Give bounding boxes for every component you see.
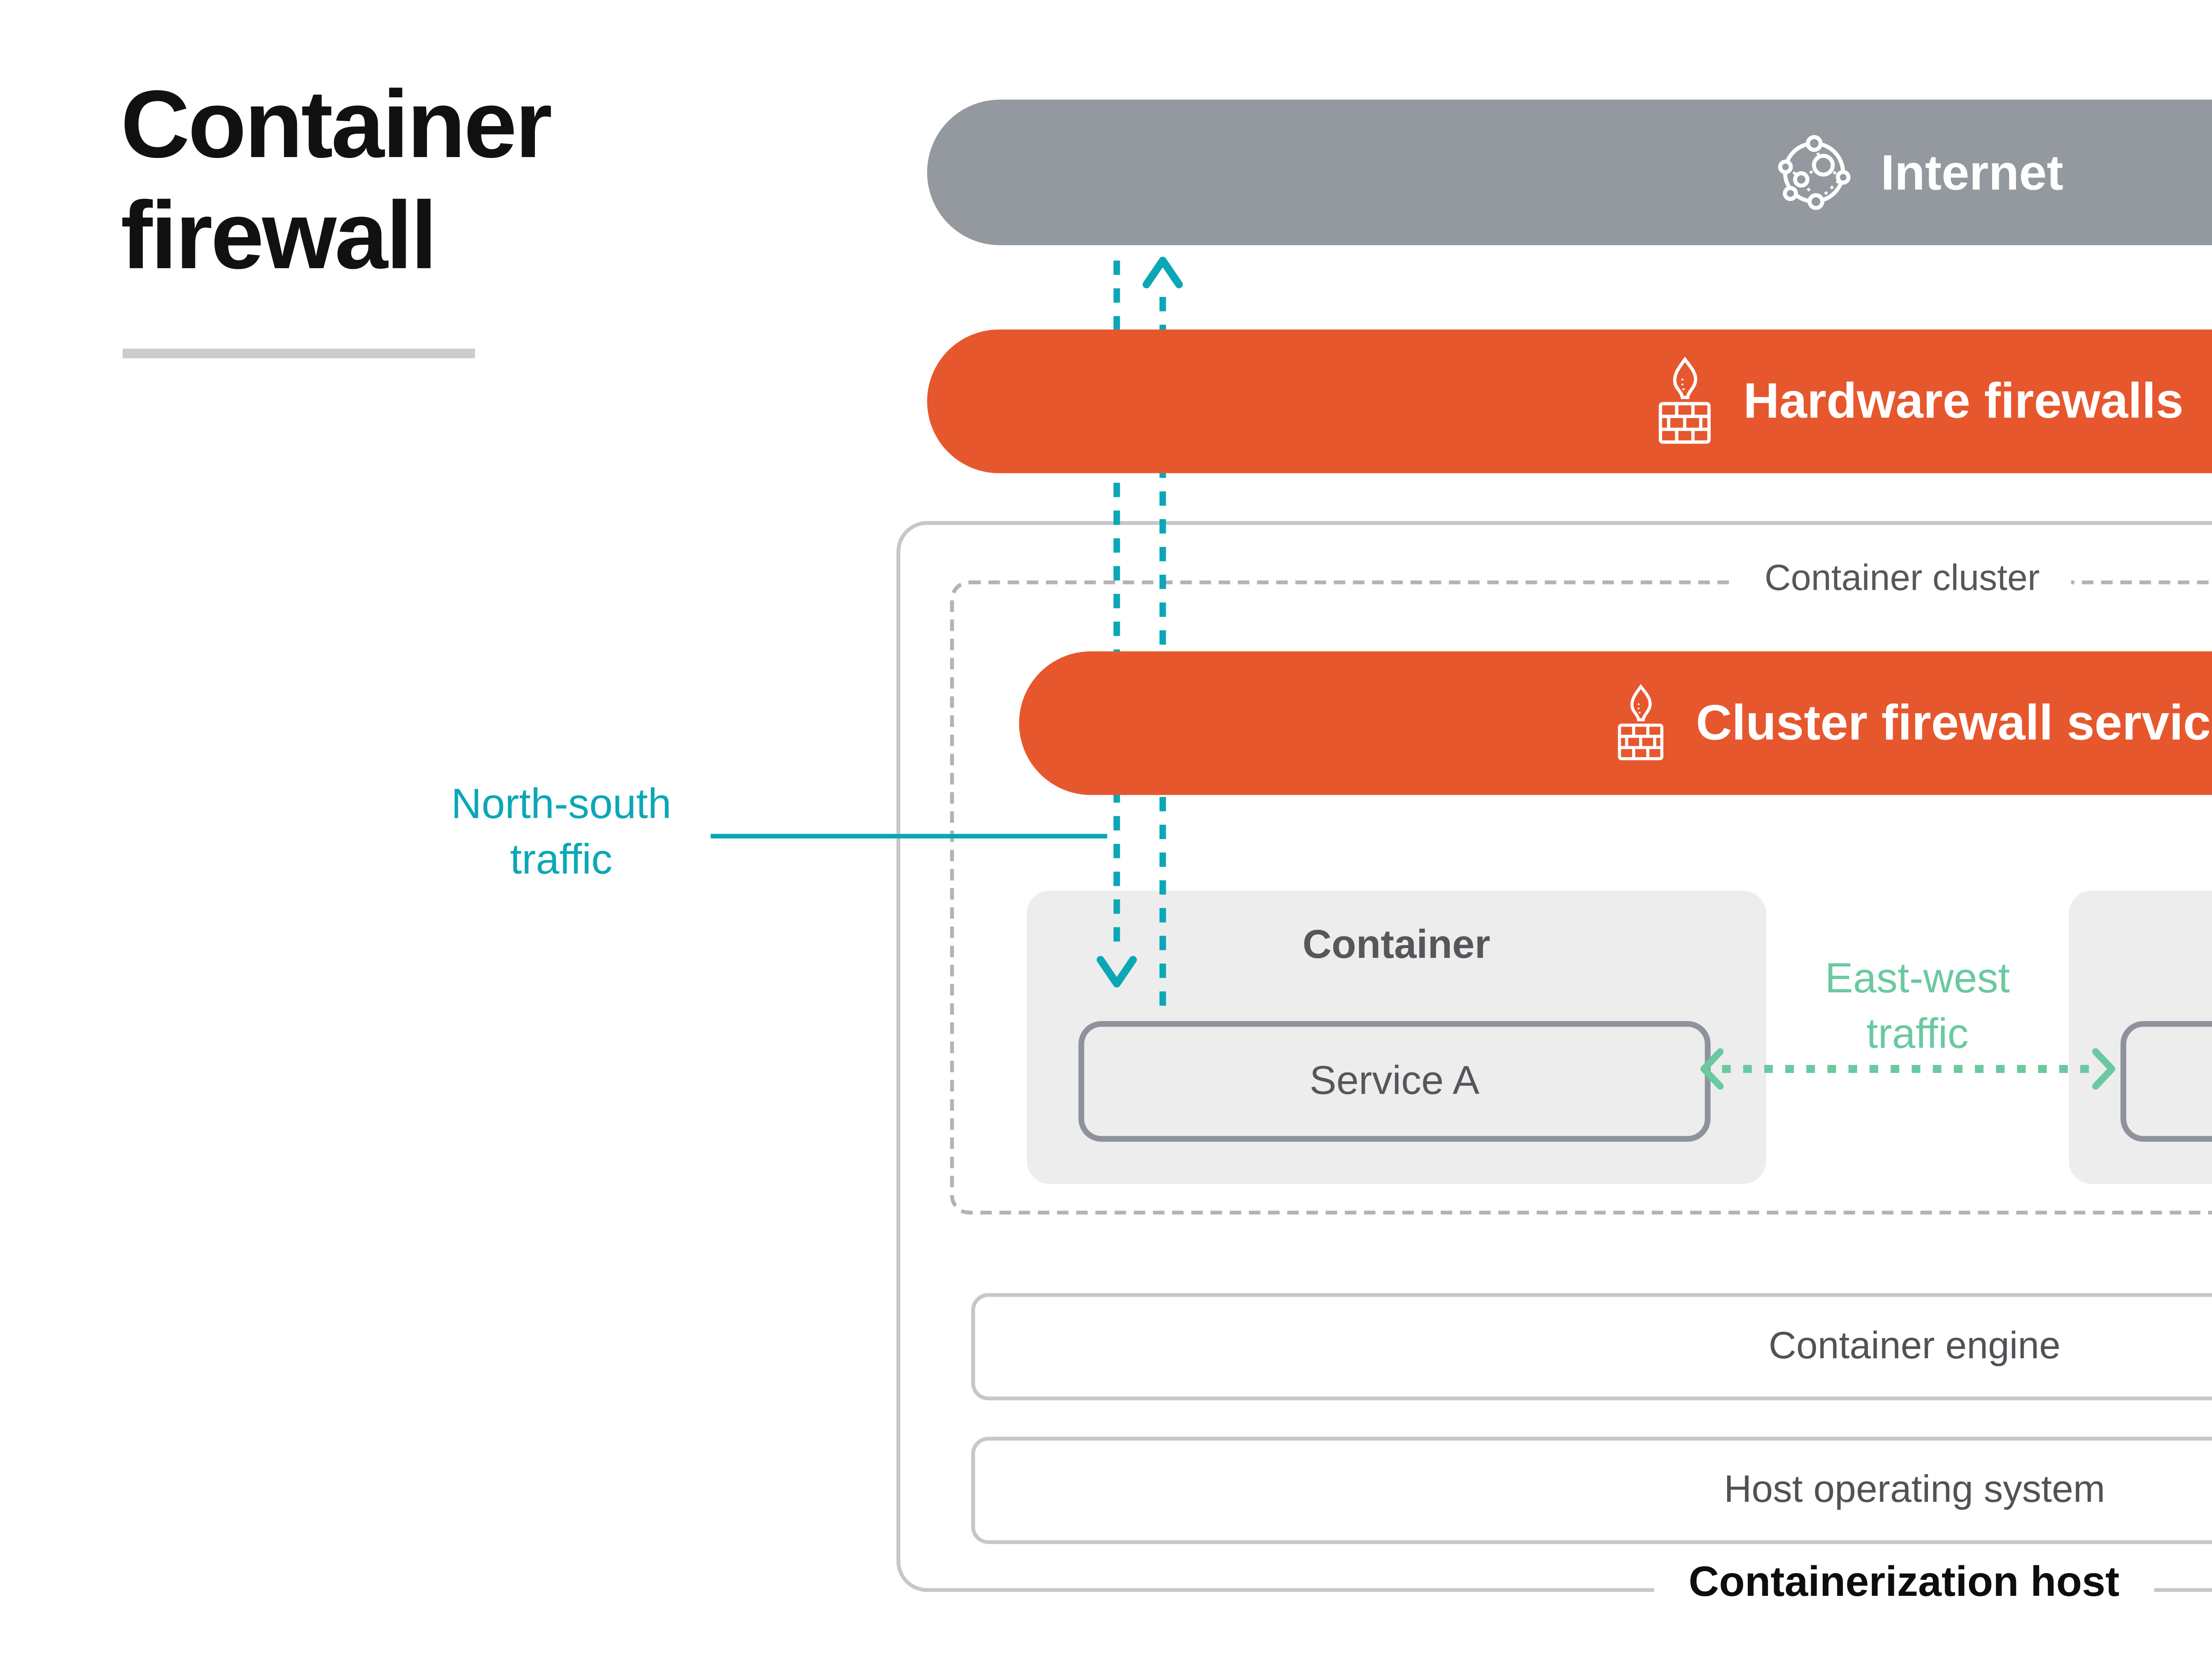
firewall-icon	[1659, 357, 1711, 444]
hardware-firewalls-node: Hardware firewalls	[927, 329, 2212, 473]
north-south-line1: North-south	[451, 780, 672, 828]
service-b-box: Service B	[2120, 1021, 2212, 1142]
container-cluster-box	[950, 580, 2212, 1215]
east-west-line1: East-west	[1825, 954, 2010, 1002]
container-a-label: Container	[1302, 923, 1490, 968]
containerization-host-label: Containerization host	[1654, 1552, 2154, 1613]
cluster-firewall-service-node: Cluster firewall service	[1019, 651, 2212, 795]
page-title-line1: Container	[120, 71, 553, 178]
up-arrowhead-icon	[1142, 257, 1183, 288]
hardware-firewalls-label: Hardware firewalls	[1743, 371, 2184, 429]
firewall-icon	[1618, 684, 1664, 761]
container-engine-box: Container engine	[971, 1293, 2212, 1401]
internet-label: Internet	[1881, 142, 2064, 200]
container-a-box: Container Service A	[1026, 891, 1767, 1184]
container-b-box: Container Service B	[2069, 891, 2212, 1184]
service-a-label: Service A	[1310, 1058, 1480, 1103]
title-divider	[123, 349, 475, 358]
north-south-traffic-label: North-south traffic	[389, 776, 733, 887]
cluster-firewall-service-label: Cluster firewall service	[1696, 693, 2212, 751]
host-os-label: Host operating system	[1724, 1468, 2105, 1511]
east-west-traffic-label: East-west traffic	[1764, 950, 2071, 1061]
container-cluster-label: Container cluster	[1734, 555, 2070, 606]
north-south-line2: traffic	[510, 835, 613, 884]
page-title: Container firewall	[120, 69, 553, 291]
globe-network-icon	[1778, 135, 1851, 210]
container-engine-label: Container engine	[1768, 1325, 2061, 1367]
host-os-box: Host operating system	[971, 1437, 2212, 1544]
service-a-box: Service A	[1078, 1021, 1711, 1142]
container-b-label: Container	[2069, 923, 2212, 969]
internet-node: Internet	[927, 100, 2212, 246]
page-title-line2: firewall	[120, 182, 438, 289]
east-west-line2: traffic	[1866, 1009, 1969, 1058]
